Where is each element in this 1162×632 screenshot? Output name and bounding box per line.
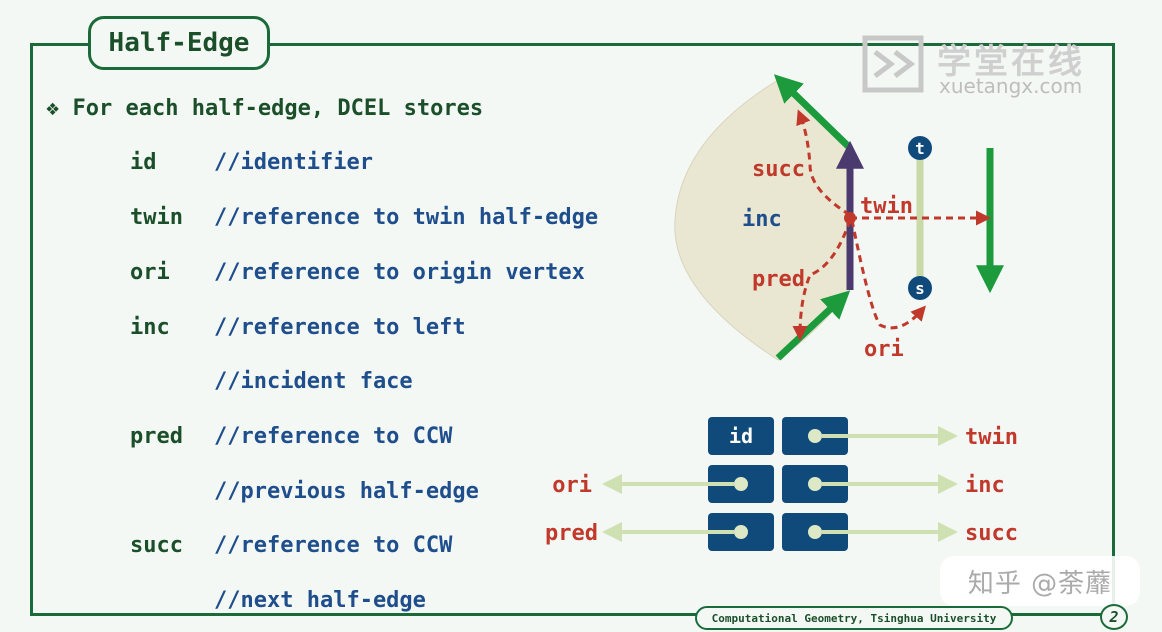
- pointer-dot: [808, 429, 822, 443]
- pointer-dot: [734, 525, 748, 539]
- slide-frame: [30, 43, 1115, 616]
- zhihu-watermark: 知乎 @荼蘼: [940, 556, 1140, 606]
- pred-label: pred: [752, 267, 805, 292]
- bullet-text: For each half-edge, DCEL stores: [72, 96, 484, 121]
- field-name: inc: [130, 315, 170, 340]
- succ-edge: [773, 74, 853, 151]
- diamond-bullet-icon: ❖: [46, 96, 60, 121]
- watermark-en: xuetangx.com: [939, 74, 1083, 98]
- field-name: ori: [130, 260, 170, 285]
- pred-pointer: [792, 219, 852, 341]
- vertex-s-label: s: [915, 279, 925, 298]
- field-name: pred: [130, 424, 183, 449]
- succ-label: succ: [752, 157, 805, 182]
- field-name: succ: [130, 533, 183, 558]
- pointer-dot: [734, 477, 748, 491]
- pointer-dot: [808, 525, 822, 539]
- xuetangx-logo-icon: [862, 35, 924, 93]
- half-edge-record-diagram: id twin inc succ ori pred: [545, 417, 1018, 551]
- vertex-t: [908, 136, 932, 160]
- slide-title: Half-Edge: [88, 16, 270, 70]
- pred-edge: [775, 290, 851, 361]
- record-id-label: id: [729, 424, 753, 448]
- field-comment: //reference to left: [214, 315, 466, 340]
- field-comment: //next half-edge: [214, 588, 426, 613]
- record-inc-label: inc: [965, 473, 1005, 498]
- ori-label: ori: [864, 337, 904, 362]
- field-comment: //reference to CCW: [214, 533, 453, 558]
- field-comment: //identifier: [214, 150, 373, 175]
- field-name: id: [130, 150, 157, 175]
- field-name: twin: [130, 205, 183, 230]
- succ-pointer: [796, 109, 851, 217]
- footer-course: Computational Geometry, Tsinghua Univers…: [695, 606, 1013, 630]
- record-ori-label: ori: [552, 473, 592, 498]
- record-pred-label: pred: [545, 521, 598, 546]
- field-comment: //previous half-edge: [214, 479, 479, 504]
- ori-pointer: [850, 219, 926, 330]
- inc-origin-dot: [844, 212, 856, 224]
- record-id-cell: [708, 417, 774, 455]
- watermark-cn: 学堂在线: [937, 42, 1085, 82]
- xuetangx-watermark: 学堂在线 xuetangx.com: [855, 30, 1105, 100]
- record-twin-label: twin: [965, 425, 1018, 450]
- half-edge-diagram: t s succ twin inc pred ori: [674, 74, 1004, 362]
- vertex-s: [908, 276, 932, 300]
- bullet-heading: ❖ For each half-edge, DCEL stores: [46, 96, 483, 121]
- field-comment: //reference to origin vertex: [214, 260, 585, 285]
- vertex-t-label: t: [915, 139, 925, 158]
- field-comment: //reference to twin half-edge: [214, 205, 599, 230]
- record-succ-label: succ: [965, 521, 1018, 546]
- field-comment: //reference to CCW: [214, 424, 453, 449]
- page-number: 2: [1100, 604, 1128, 630]
- field-comment: //incident face: [214, 369, 413, 394]
- twin-label: twin: [860, 194, 913, 219]
- pointer-dot: [808, 477, 822, 491]
- inc-label: inc: [742, 207, 782, 232]
